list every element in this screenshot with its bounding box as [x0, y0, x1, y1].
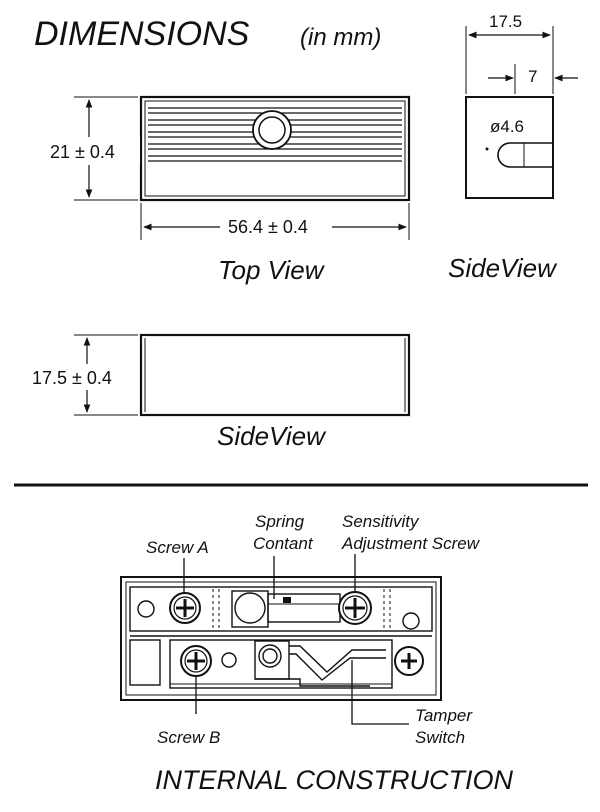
- side-view-slot: [497, 142, 553, 168]
- right-screw-icon: [394, 646, 424, 676]
- side-view-width-dim: 17.5: [489, 12, 522, 31]
- side-view-offset-dim: 7: [528, 67, 537, 86]
- tamper-switch: [254, 640, 386, 687]
- label-tamper-line2: Switch: [415, 728, 465, 747]
- label-screw-a: Screw A: [146, 538, 209, 557]
- mount-hole-right: [402, 612, 420, 630]
- side-view-small-outline: [465, 96, 554, 199]
- side-view-small-caption: SideView: [448, 253, 558, 283]
- side-view-small: 17.5 7 ø4.6 SideView: [448, 12, 578, 283]
- page-title: DIMENSIONS: [34, 15, 250, 53]
- side-view-large-height-dim: 17.5 ± 0.4: [32, 368, 112, 388]
- side-view-hole-dim: ø4.6: [490, 117, 524, 136]
- side-view-hole-dot: [485, 147, 489, 151]
- screw-b-icon: [180, 645, 212, 677]
- label-spring-line2: Contant: [253, 534, 314, 553]
- page-title-unit: (in mm): [300, 24, 381, 51]
- screw-a-icon: [169, 592, 201, 624]
- side-view-large-outline: [139, 333, 411, 417]
- label-screw-b: Screw B: [157, 728, 220, 747]
- top-view: 21 ± 0.4 56.4 ± 0.4 Top View: [42, 95, 411, 285]
- label-sensitivity-line2: Adjustment Screw: [341, 534, 481, 553]
- top-view-lens-inner: [258, 116, 286, 144]
- top-view-inner-outline: [144, 100, 406, 197]
- top-view-height-dim: 21 ± 0.4: [50, 142, 115, 162]
- top-view-caption: Top View: [218, 255, 326, 285]
- mount-hole-lower: [221, 652, 237, 668]
- top-view-outline: [139, 95, 411, 202]
- internal-construction: Screw A Spring Contant Sensitivity Adjus…: [120, 512, 514, 795]
- sensitivity-screw-icon: [338, 591, 372, 625]
- housing-outline: [120, 576, 442, 701]
- mount-hole-left: [137, 600, 155, 618]
- top-view-width-dim: 56.4 ± 0.4: [228, 217, 308, 237]
- label-spring-line1: Spring: [255, 512, 305, 531]
- lower-compartment: [169, 639, 393, 689]
- label-sensitivity-line1: Sensitivity: [342, 512, 420, 531]
- internal-construction-caption: INTERNAL CONSTRUCTION: [155, 765, 514, 795]
- label-tamper-line1: Tamper: [415, 706, 473, 725]
- leader-tamper-switch: [351, 660, 409, 725]
- side-view-large-caption: SideView: [217, 421, 327, 451]
- upper-compartment: [129, 586, 433, 632]
- spring-contact: [231, 590, 341, 628]
- side-view-large: 17.5 ± 0.4 SideView: [28, 333, 411, 451]
